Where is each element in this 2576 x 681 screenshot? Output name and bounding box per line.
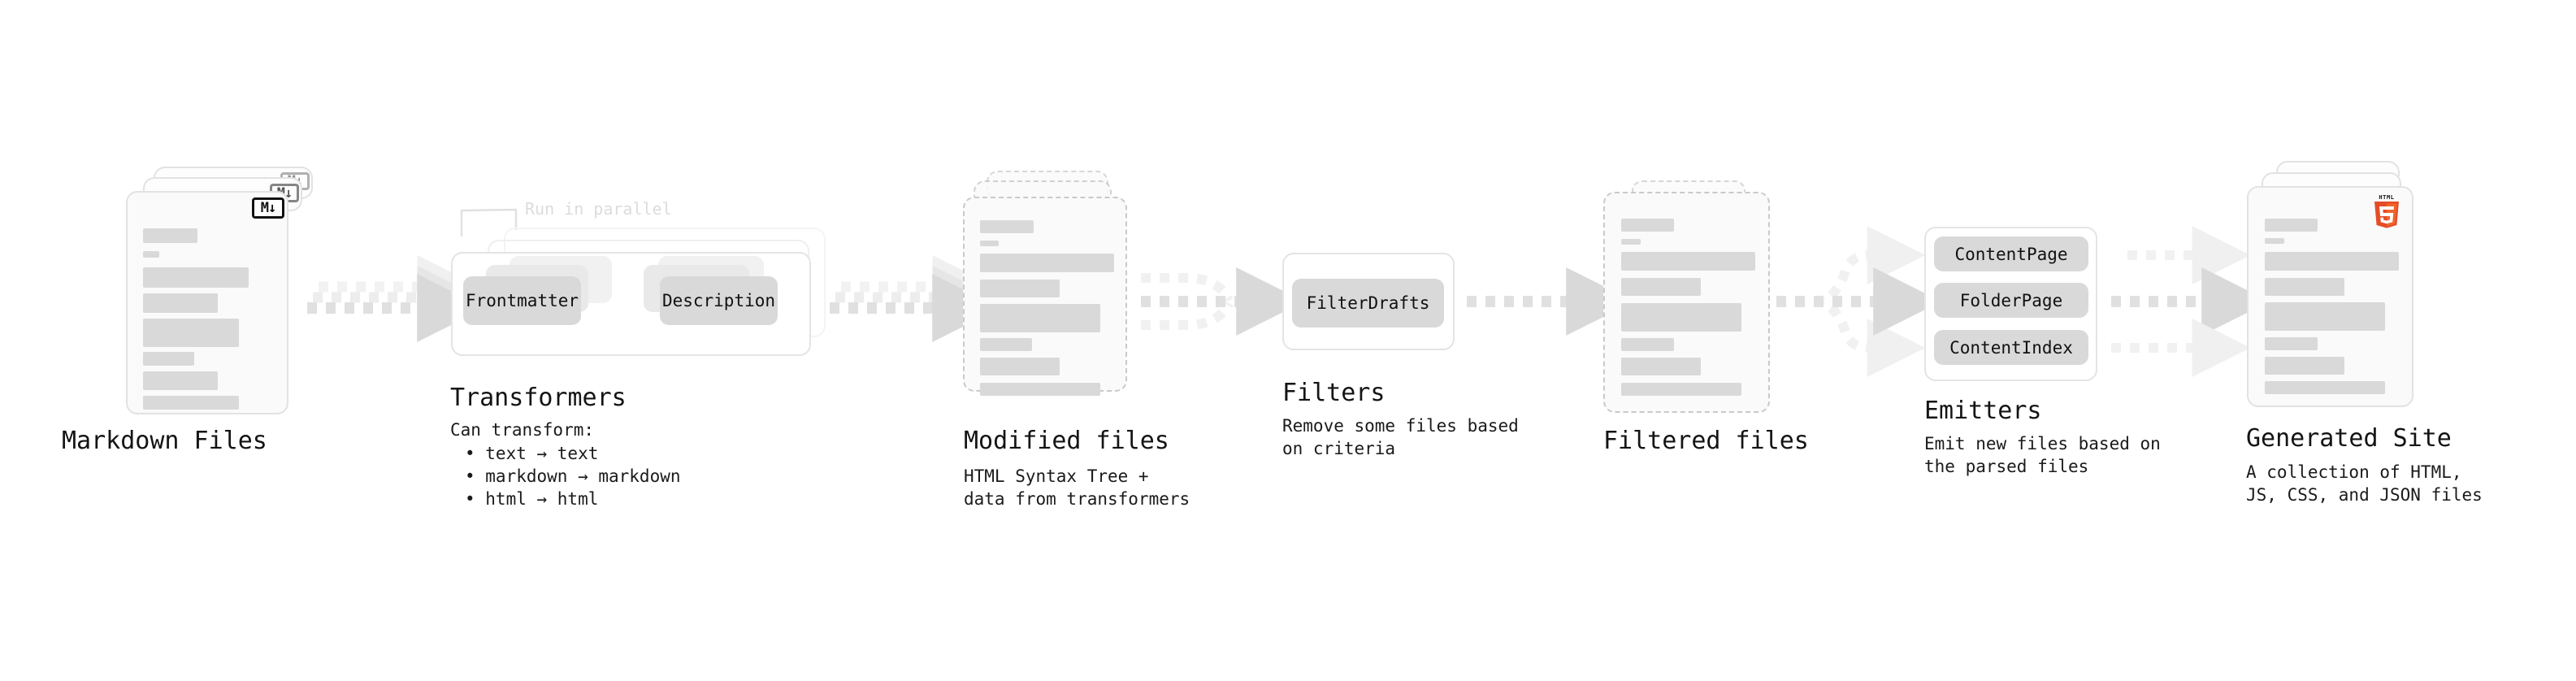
modified-files-subtitle-line-0: HTML Syntax Tree + <box>964 466 1149 486</box>
connector-markdown-to-transformers <box>307 255 486 342</box>
transformer-pill-frontmatter[interactable]: Frontmatter <box>463 276 581 325</box>
filter-pill-filterdrafts[interactable]: FilterDrafts <box>1292 279 1444 327</box>
emitter-pill-contentpage[interactable]: ContentPage <box>1934 236 2088 271</box>
markdown-file-placeholder-lines <box>128 193 287 413</box>
filtered-files-stack <box>1603 180 1790 424</box>
generated-site-stack: CSS HTML <box>2247 161 2442 413</box>
emitter-pill-contentindex-label: ContentIndex <box>1949 337 2073 358</box>
emitters-subtitle-line-1: the parsed files <box>1924 457 2089 476</box>
modified-file-placeholder-lines <box>965 198 1125 396</box>
markdown-files-title: Markdown Files <box>62 427 267 455</box>
generated-site-title: Generated Site <box>2246 424 2452 453</box>
filtered-files-title: Filtered files <box>1603 427 1809 455</box>
run-in-parallel-label: Run in parallel <box>525 199 672 219</box>
transformer-pill-description[interactable]: Description <box>660 276 778 325</box>
modified-files-title: Modified files <box>964 427 1169 455</box>
filter-pill-filterdrafts-label: FilterDrafts <box>1306 293 1430 313</box>
transformer-pill-frontmatter-label: Frontmatter <box>465 291 579 310</box>
transformers-bullet-2: • html → html <box>465 489 599 509</box>
markdown-icon: M↓ <box>252 197 284 219</box>
markdown-file-card-front <box>126 191 288 414</box>
generated-site-subtitle-line-1: JS, CSS, and JSON files <box>2246 485 2483 505</box>
modified-file-card-front <box>963 197 1127 396</box>
transformers-bullet-0: • text → text <box>465 444 599 463</box>
filters-title: Filters <box>1282 379 1386 407</box>
svg-text:HTML: HTML <box>2379 194 2394 201</box>
transformer-pill-description-label: Description <box>661 291 776 310</box>
transformers-subtitle: Can transform: <box>450 420 595 440</box>
emitter-pill-contentindex[interactable]: ContentIndex <box>1934 330 2088 365</box>
generated-site-placeholder-lines <box>2249 188 2412 406</box>
filtered-file-card-front <box>1603 192 1770 413</box>
emitter-pill-folderpage[interactable]: FolderPage <box>1934 283 2088 318</box>
emitters-subtitle-line-0: Emit new files based on <box>1924 434 2161 453</box>
emitters-title: Emitters <box>1924 397 2042 425</box>
filters-subtitle-line-1: on criteria <box>1282 439 1396 458</box>
transformers-bullet-1: • markdown → markdown <box>465 466 681 486</box>
html5-icon: HTML <box>2374 194 2399 228</box>
connector-emitters-to-site <box>2111 226 2270 377</box>
modified-files-stack <box>963 171 1150 414</box>
filters-subtitle-line-0: Remove some files based <box>1282 416 1519 436</box>
emitter-pill-contentpage-label: ContentPage <box>1954 244 2068 264</box>
connector-modified-to-filters <box>1141 267 1305 336</box>
emitter-pill-folderpage-label: FolderPage <box>1959 290 2063 310</box>
connector-transformers-to-modified <box>830 255 1001 342</box>
modified-files-subtitle-line-1: data from transformers <box>964 489 1190 509</box>
markdown-files-stack: M↓ M↓ M↓ <box>126 167 317 414</box>
filtered-file-placeholder-lines <box>1605 193 1768 411</box>
transformers-title: Transformers <box>450 384 627 412</box>
generated-site-subtitle-line-0: A collection of HTML, <box>2246 462 2462 482</box>
connector-filtered-to-emitters <box>1776 226 1942 377</box>
